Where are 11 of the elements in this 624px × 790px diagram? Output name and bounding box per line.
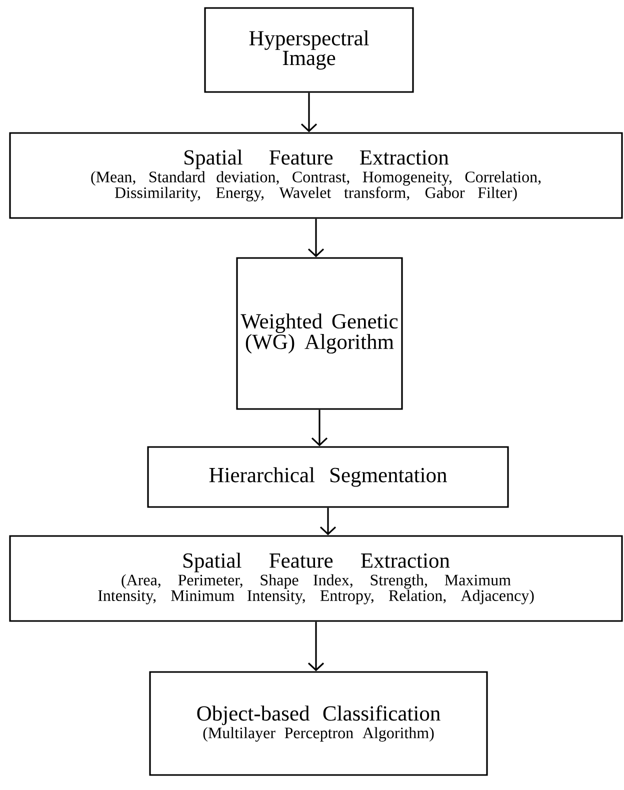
arrow [320, 508, 336, 536]
arrow [308, 622, 324, 672]
process-box: Hierarchical Segmentation [147, 446, 509, 508]
process-box: Spatial Feature Extraction (Area, Perimeter, Shape Index, Strength, Maximum Intensity, Minimum Intensity, Entropy, Relation, Adjacency) [9, 535, 623, 622]
arrow [311, 410, 328, 446]
process-box: Object-based Classification (Multilayer Perceptron Algorithm) [149, 671, 488, 776]
process-box: Hyperspectral Image [204, 7, 414, 93]
process-box: Weighted Genetic (WG) Algorithm [236, 257, 403, 410]
arrow [308, 218, 324, 258]
arrow [300, 92, 318, 132]
process-box: Spatial Feature Extraction (Mean, Standard deviation, Contrast, Homogeneity, Correlation, Dissimilarity, Energy, Wavelet transform, Gabor Filter) [9, 132, 623, 219]
